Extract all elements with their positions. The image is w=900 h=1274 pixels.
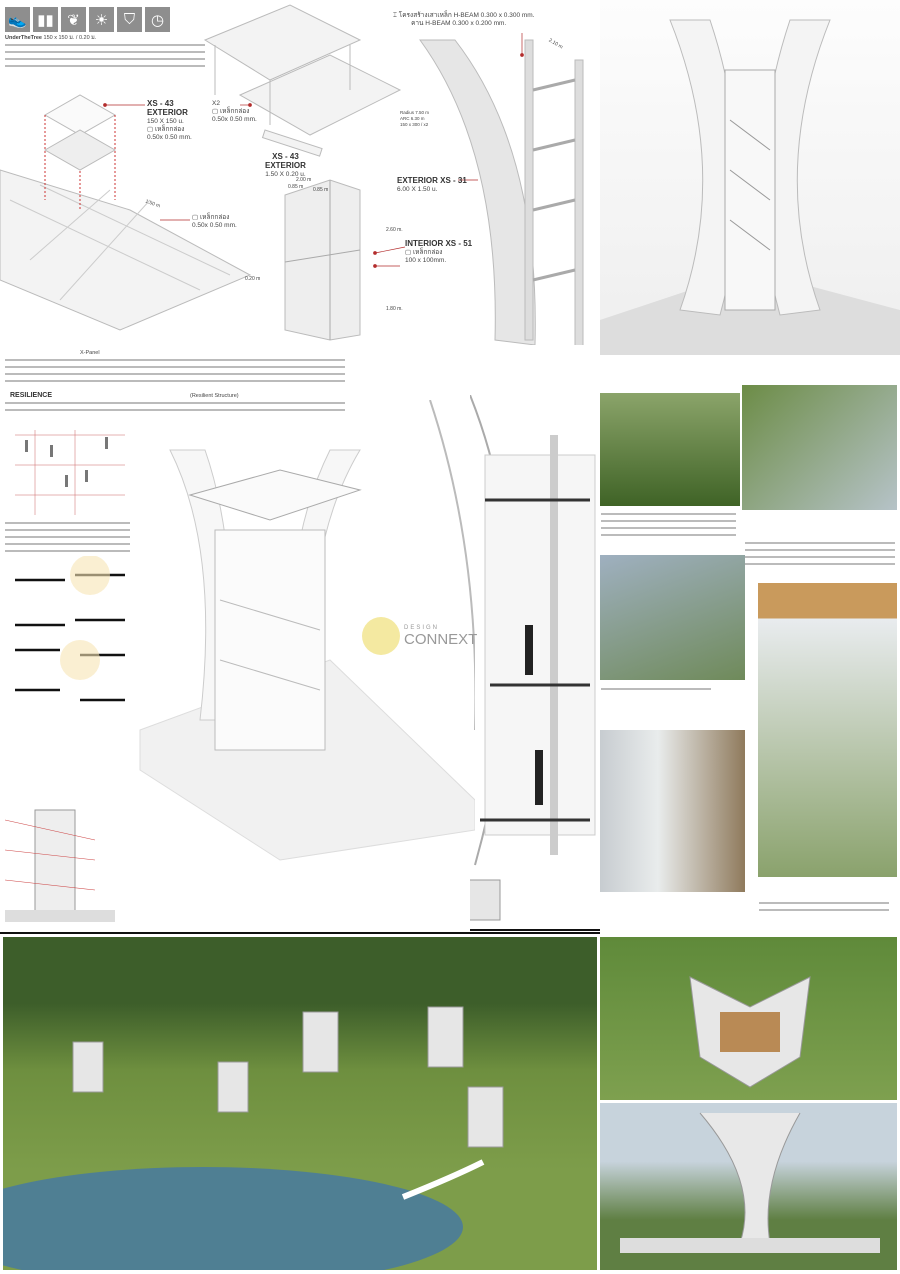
module-material: เหล็กกล่อง bbox=[154, 126, 185, 133]
watermark-logo-icon bbox=[362, 617, 400, 655]
clock-icon: ◷ bbox=[145, 7, 170, 32]
module-code: XS - 43 bbox=[147, 99, 174, 108]
label-exterior31: EXTERIOR XS - 31 6.00 X 1.50 u. bbox=[397, 177, 467, 194]
caption-3-lines bbox=[601, 686, 711, 693]
aerial-park-render bbox=[3, 937, 597, 1270]
photo-stair-view bbox=[600, 730, 745, 892]
beam-line1: โครงสร้างเสาเหล็ก H-BEAM 0.300 x 0.300 m… bbox=[398, 12, 535, 19]
sun-icon: ☀ bbox=[89, 7, 114, 32]
floor-grid-drawing bbox=[0, 169, 252, 331]
photo-panel-seating bbox=[600, 555, 745, 680]
edge-type: EXTERIOR bbox=[265, 161, 306, 170]
module-spec: 0.50x 0.50 mm. bbox=[147, 134, 192, 141]
resilience-title: RESILIENCE bbox=[10, 392, 53, 399]
caption-1-lines bbox=[601, 511, 736, 539]
photo-people-on-deck bbox=[742, 385, 897, 510]
label-edge: XS - 43 EXTERIOR 1.50 X 0.20 u. bbox=[265, 153, 306, 179]
tower-perspective bbox=[139, 400, 475, 861]
human-scale-text-lines bbox=[5, 520, 130, 556]
interior-spec: 100 x 100mm. bbox=[405, 257, 447, 264]
edge-size: 1.50 X 0.20 u. bbox=[265, 171, 306, 178]
human-scale-diagrams bbox=[15, 430, 125, 702]
x2-spec: 0.50x 0.50 mm. bbox=[212, 116, 257, 123]
label-module: XS - 43 EXTERIOR 150 X 150 u. ▢ เหล็กกล่… bbox=[147, 99, 192, 142]
plant-icon: ❦ bbox=[61, 7, 86, 32]
photo-aerial-tower-top bbox=[600, 937, 897, 1100]
h-beam-column bbox=[524, 39, 534, 341]
intro-title: UnderTheTree bbox=[5, 35, 42, 41]
x2-code: X2 bbox=[212, 100, 220, 107]
intro-text: UnderTheTree 150 x 150 ม. / 0.20 ม. bbox=[5, 35, 205, 42]
shield-icon: ⛉ bbox=[117, 7, 142, 32]
arc-length: ARC 6.30 m bbox=[400, 116, 425, 121]
label-interior: INTERIOR XS - 51 ▢ เหล็กกล่อง 100 x 100m… bbox=[405, 239, 473, 265]
arc-radius: Radius 7.50 m bbox=[400, 110, 430, 115]
label-floor: ▢ เหล็กกล่อง 0.50x 0.50 mm. bbox=[192, 214, 237, 229]
photo-tower-crowd bbox=[600, 1103, 897, 1270]
interior-w1: 0.85 m bbox=[288, 184, 304, 190]
label-beam: ⌶ โครงสร้างเสาเหล็ก H-BEAM 0.300 x 0.300… bbox=[393, 12, 535, 28]
x2-material: เหล็กกล่อง bbox=[219, 108, 250, 115]
interior-w2: 0.85 m bbox=[313, 187, 329, 193]
arc-size: 150 x 300 / x2 bbox=[400, 122, 429, 127]
module-size: 150 X 150 u. bbox=[147, 118, 184, 125]
shoe-icon: 👟 bbox=[5, 7, 30, 32]
tower-section bbox=[470, 395, 600, 931]
interior-width: 2.00 m bbox=[296, 177, 312, 183]
exterior31-size: 6.00 X 1.50 u. bbox=[397, 186, 438, 193]
caption-4-lines bbox=[759, 900, 889, 914]
caption-2-lines bbox=[745, 540, 895, 568]
divider bbox=[0, 932, 600, 934]
resilience-text-lines bbox=[5, 400, 345, 415]
photo-stepped-deck bbox=[600, 393, 740, 506]
module-top-drawing bbox=[43, 94, 117, 136]
floor-spec: 0.50x 0.50 mm. bbox=[192, 222, 237, 229]
h-beam-icon: ⌶ bbox=[393, 12, 397, 19]
design-connext-watermark: DESIGN CONNEXT bbox=[362, 617, 477, 655]
exploded-drawings bbox=[0, 4, 584, 345]
pants-icon: ▮▮ bbox=[33, 7, 58, 32]
interior-h2: 1.80 m. bbox=[386, 306, 403, 312]
interior-code: INTERIOR XS - 51 bbox=[405, 239, 473, 248]
floor-dim-b: 0.20 m bbox=[245, 276, 261, 282]
label-arc: Radius 7.50 m ARC 6.30 m 150 x 300 / x2 bbox=[400, 110, 429, 128]
platform-drawing bbox=[203, 4, 362, 81]
label-x2: X2 ▢ เหล็กกล่อง 0.50x 0.50 mm. bbox=[212, 100, 257, 123]
tower-white-render bbox=[600, 0, 900, 355]
floor-material: เหล็กกล่อง bbox=[199, 214, 230, 221]
intro-dims: 150 x 150 ม. / 0.20 ม. bbox=[43, 35, 97, 41]
concept-text-lines bbox=[5, 357, 345, 385]
interior-h1: 2.60 m. bbox=[386, 227, 403, 233]
module-type: EXTERIOR bbox=[147, 108, 188, 117]
pond bbox=[3, 1167, 463, 1270]
intro-text-lines bbox=[5, 42, 205, 70]
tower-section-small bbox=[5, 809, 115, 922]
edge-code: XS - 43 bbox=[272, 152, 299, 161]
sun-shade-diagrams bbox=[15, 555, 125, 702]
beam-line2: คาน H-BEAM 0.300 x 0.200 mm. bbox=[411, 20, 507, 27]
x-panel-term: X-Panel bbox=[80, 350, 100, 356]
resilience-term: (Resilient Structure) bbox=[190, 393, 239, 399]
interior-material: เหล็กกล่อง bbox=[412, 249, 443, 256]
curved-panel-drawing bbox=[419, 39, 536, 345]
exterior31-code: EXTERIOR XS - 31 bbox=[397, 176, 467, 185]
watermark-top: DESIGN bbox=[404, 624, 440, 631]
photo-interior-woman bbox=[758, 583, 897, 877]
watermark-bottom: CONNEXT bbox=[404, 630, 478, 648]
